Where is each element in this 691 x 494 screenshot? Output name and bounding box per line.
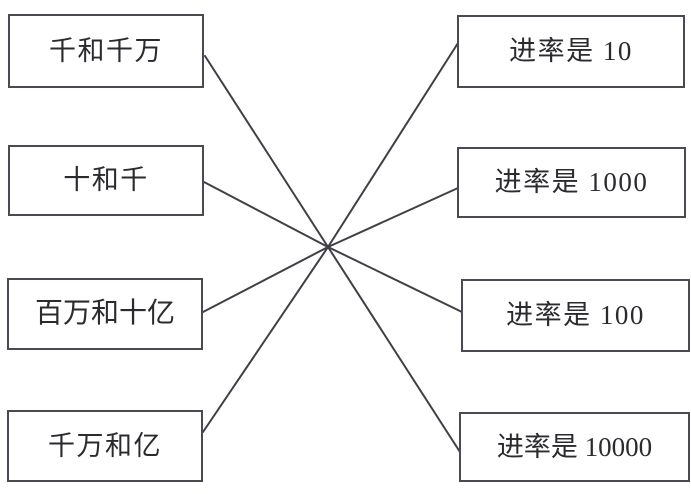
left-item-label-1: 十和千 (63, 165, 149, 195)
connector-line-l1-r2[interactable] (203, 181, 463, 313)
left-item-box-2[interactable]: 百万和十亿 (7, 278, 203, 350)
left-item-label-3: 千万和亿 (48, 430, 162, 461)
right-item-box-1[interactable]: 进率是 1000 (457, 147, 686, 218)
right-item-label-3: 进率是 10000 (496, 431, 653, 462)
connector-line-l3-r0[interactable] (202, 42, 459, 433)
right-item-label-0: 进率是 10 (509, 36, 633, 66)
left-item-label-2: 百万和十亿 (34, 298, 175, 329)
connector-line-l2-r1[interactable] (202, 187, 459, 313)
left-item-box-1[interactable]: 十和千 (8, 145, 204, 216)
left-item-box-3[interactable]: 千万和亿 (7, 410, 203, 482)
right-item-box-0[interactable]: 进率是 10 (457, 15, 685, 88)
left-item-label-0: 千和千万 (49, 35, 163, 66)
right-item-box-3[interactable]: 进率是 10000 (459, 412, 690, 482)
right-item-label-1: 进率是 1000 (494, 167, 649, 197)
left-item-box-0[interactable]: 千和千万 (8, 14, 204, 88)
right-item-label-2: 进率是 100 (506, 300, 645, 330)
connector-line-l0-r3[interactable] (204, 55, 461, 453)
right-item-box-2[interactable]: 进率是 100 (461, 279, 690, 352)
